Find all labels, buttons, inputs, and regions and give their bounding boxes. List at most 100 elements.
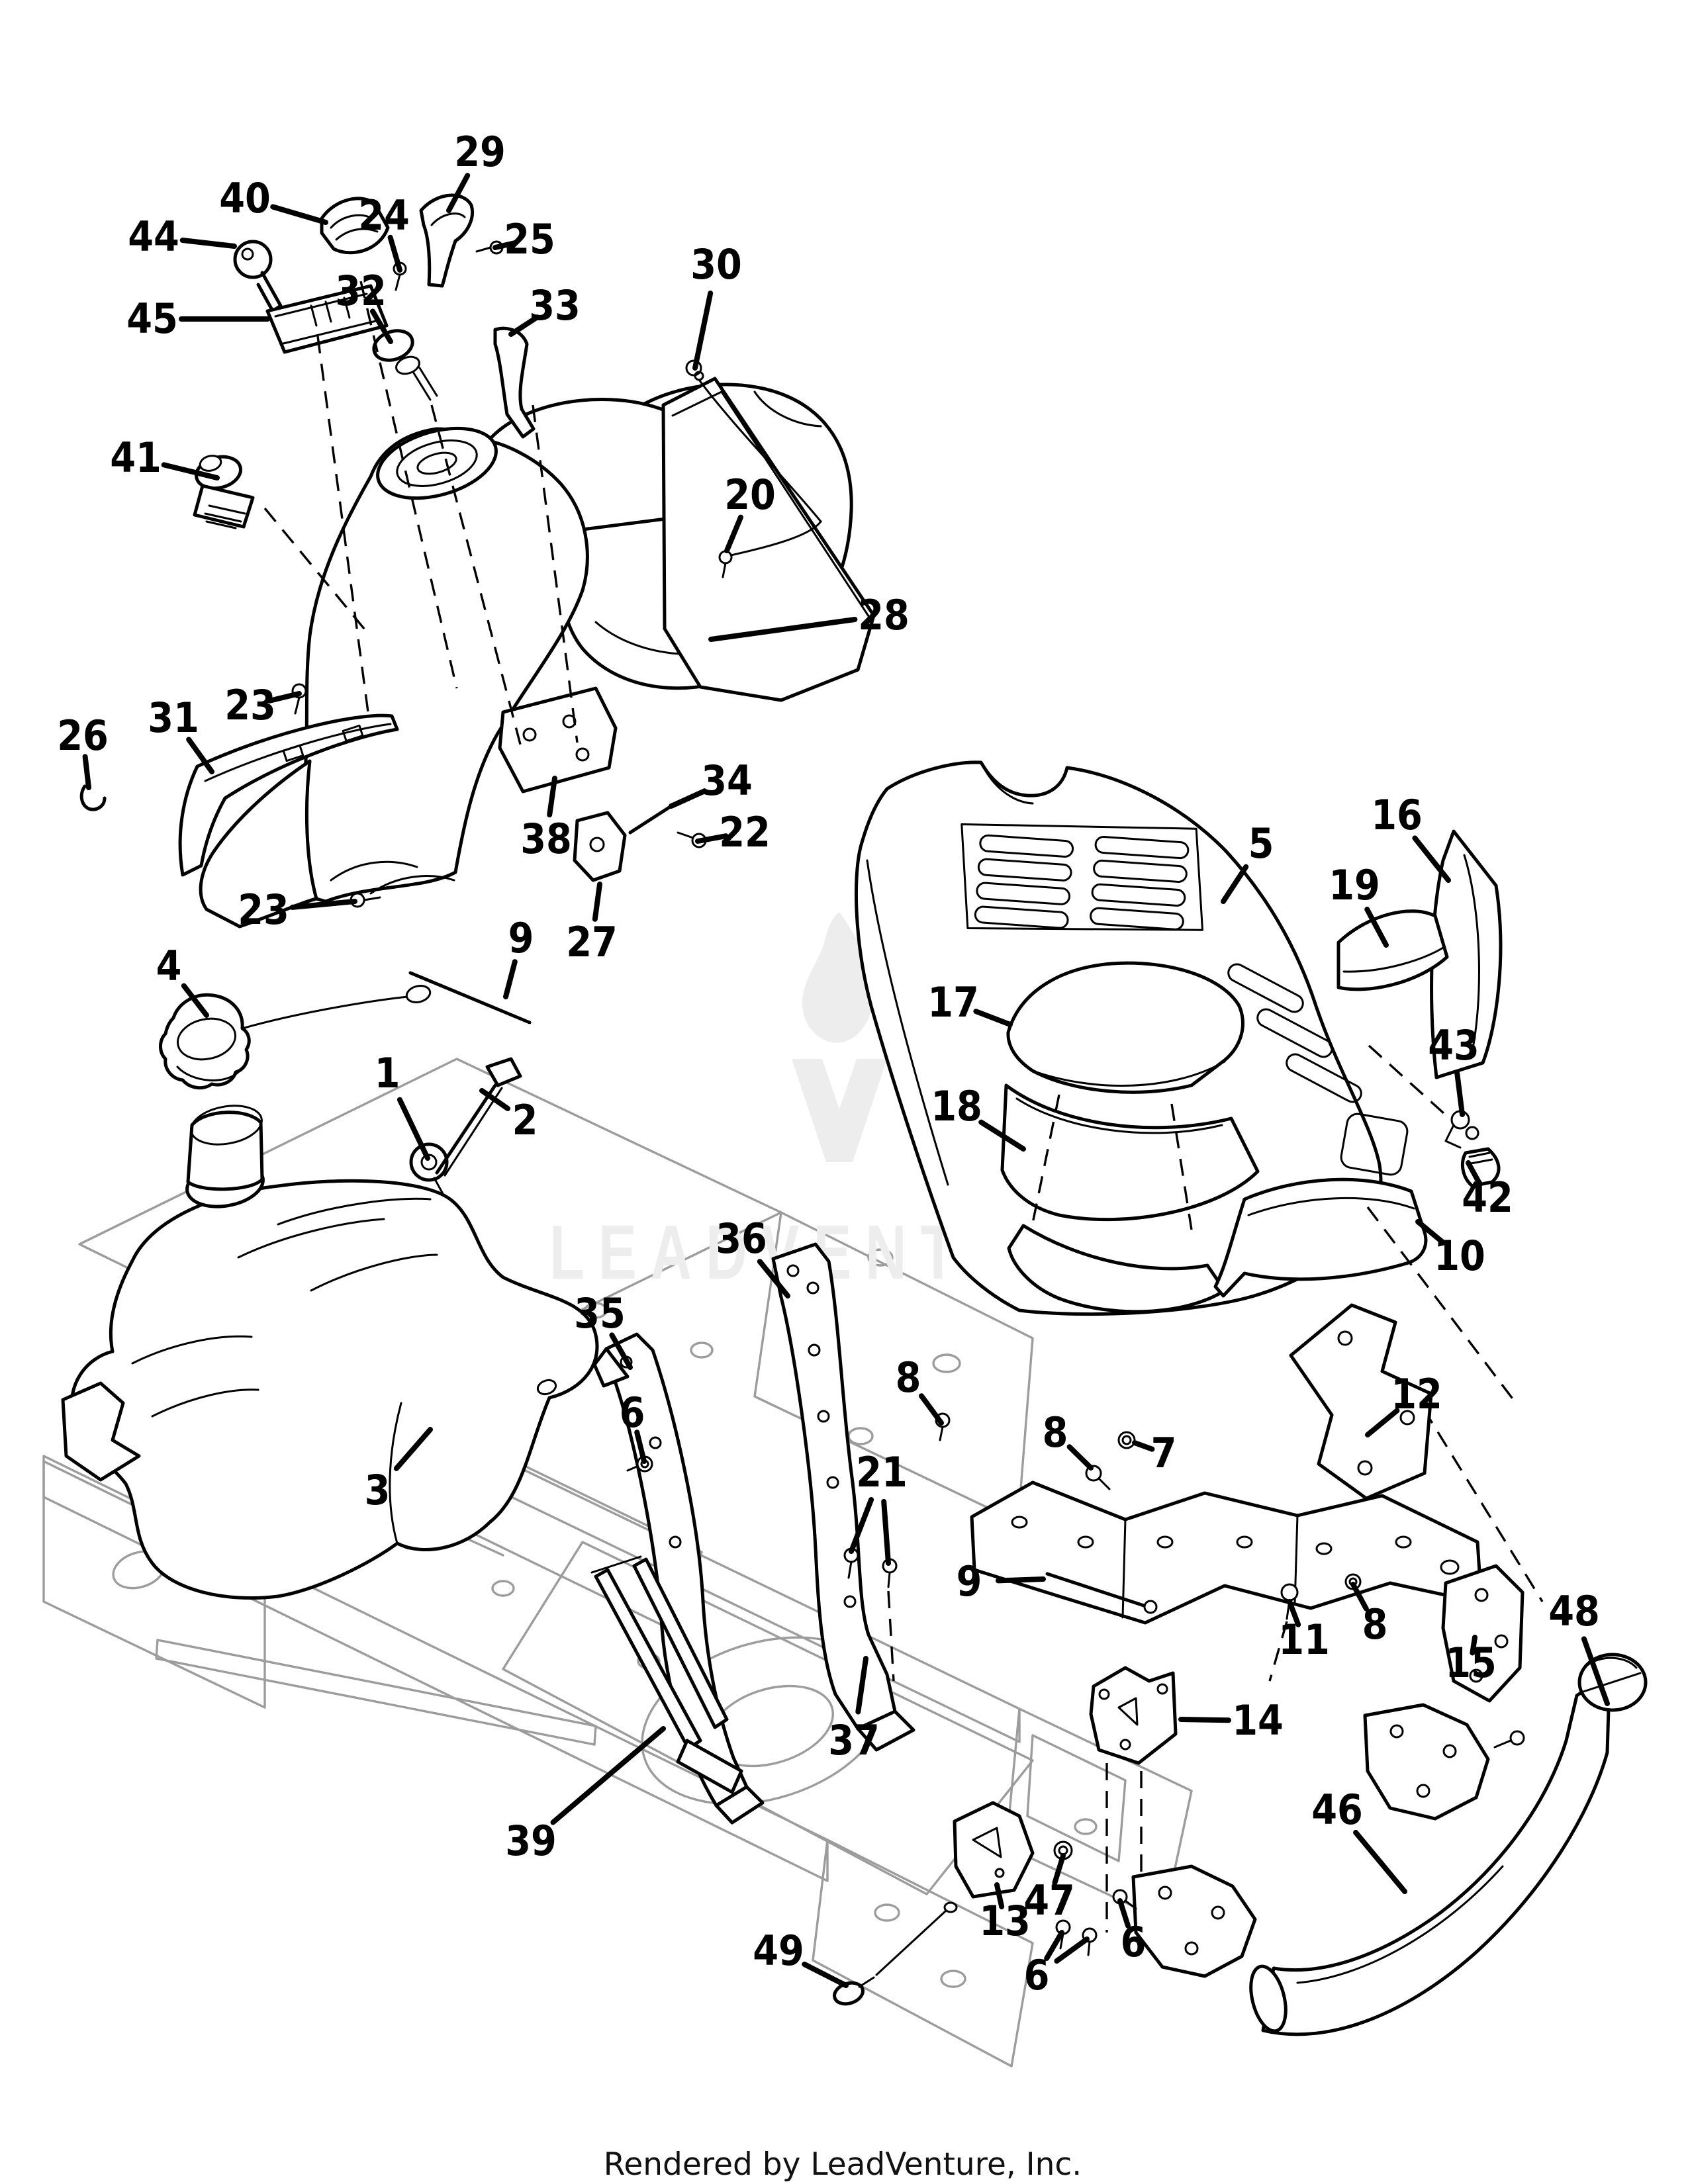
leader-line-47 xyxy=(1052,1853,1066,1886)
leader-line-9 xyxy=(503,959,518,999)
console-shell xyxy=(298,427,589,903)
leader-line-24 xyxy=(387,234,402,273)
callout-6-54: 6 xyxy=(1117,1898,1146,1966)
leader-line-31 xyxy=(186,737,214,774)
callout-number-1: 1 xyxy=(375,1049,400,1097)
callout-number-11: 11 xyxy=(1278,1615,1330,1664)
callout-31-13: 31 xyxy=(148,694,214,774)
leader-line-1 xyxy=(397,1097,430,1161)
leader-line-46 xyxy=(1353,1829,1407,1894)
screw-23-upper xyxy=(291,683,307,715)
callout-43-28: 43 xyxy=(1428,1021,1479,1117)
channel-holes xyxy=(1011,1516,1460,1575)
bumper-bracket-left xyxy=(1131,1864,1257,1978)
callout-3-34: 3 xyxy=(365,1427,433,1514)
leader-line-39 xyxy=(550,1726,666,1825)
callout-number-26: 26 xyxy=(57,711,109,760)
callout-number-36: 36 xyxy=(716,1214,767,1263)
leader-line-43 xyxy=(1454,1070,1465,1117)
hood-group xyxy=(854,760,1544,1602)
leader-line-33 xyxy=(508,314,540,337)
callout-40-1: 40 xyxy=(219,174,328,225)
callout-7-39: 7 xyxy=(1132,1429,1176,1477)
bracket-38 xyxy=(498,686,618,794)
leader-line-35 xyxy=(609,1332,633,1370)
callout-number-37: 37 xyxy=(828,1716,880,1764)
callout-number-17: 17 xyxy=(927,978,979,1026)
leader-line-25 xyxy=(492,240,519,250)
callout-number-48: 48 xyxy=(1548,1587,1600,1635)
callout-47-51: 47 xyxy=(1023,1853,1075,1925)
hinge-plate-12 xyxy=(1289,1303,1433,1500)
callout-number-22: 22 xyxy=(719,808,771,856)
callout-42-29: 42 xyxy=(1462,1160,1513,1222)
trim-strip-edge xyxy=(204,723,392,782)
assembly-dashes-console xyxy=(263,281,579,755)
hood-saddle xyxy=(980,761,1034,805)
choke-knob-32 xyxy=(372,329,438,401)
callout-8-37: 8 xyxy=(896,1353,944,1426)
callout-36-32: 36 xyxy=(716,1214,790,1298)
leader-line-8 xyxy=(919,1393,944,1426)
bulb-42 xyxy=(1460,1147,1501,1188)
leader-line-40 xyxy=(270,204,328,225)
callout-number-16: 16 xyxy=(1371,791,1423,839)
callout-number-28: 28 xyxy=(858,591,910,639)
frame-engine-plate xyxy=(502,1541,1034,1895)
leader-line-7 xyxy=(1132,1440,1155,1452)
hood-side-vents xyxy=(1227,963,1409,1176)
leader-line-18 xyxy=(978,1119,1026,1152)
callout-number-46: 46 xyxy=(1311,1786,1363,1834)
leader-line-5 xyxy=(1221,864,1249,904)
switch-panel-45 xyxy=(265,284,389,354)
leader-line-6 xyxy=(1117,1898,1131,1929)
bracket-13 xyxy=(953,1801,1035,1899)
callout-number-49: 49 xyxy=(753,1927,804,1975)
key-44 xyxy=(233,240,283,313)
support-hardware xyxy=(590,1242,1524,1933)
callout-33-8: 33 xyxy=(508,281,581,337)
leader-line-48 xyxy=(1581,1636,1610,1706)
leader-line-37 xyxy=(855,1656,868,1715)
callout-21-36: 21 xyxy=(849,1448,908,1566)
callout-number-8: 8 xyxy=(1043,1408,1068,1457)
callout-23-14: 23 xyxy=(224,681,302,729)
fuel-group xyxy=(70,971,599,1600)
bolt-21b xyxy=(882,1558,898,1682)
frame-bumper-mount xyxy=(1026,1734,1127,1862)
callout-8-38: 8 xyxy=(1043,1408,1094,1471)
filler-opening-inner xyxy=(416,451,457,475)
callout-number-34: 34 xyxy=(701,756,753,805)
callout-37-46: 37 xyxy=(828,1656,880,1764)
headlight-cavity xyxy=(1000,1083,1260,1222)
leader-line-23 xyxy=(289,899,357,910)
callout-number-32: 32 xyxy=(335,267,387,315)
callout-38-17: 38 xyxy=(520,776,572,863)
bolt-bracket-right xyxy=(1493,1730,1525,1749)
strut-39 xyxy=(590,1555,743,1794)
callout-number-4: 4 xyxy=(156,942,182,990)
washer-1 xyxy=(409,1142,449,1182)
callout-number-45: 45 xyxy=(126,295,178,343)
callout-number-6: 6 xyxy=(1024,1951,1050,1999)
footer-credit: Rendered by LeadVenture, Inc. xyxy=(604,2146,1082,2183)
console-group xyxy=(178,377,876,929)
callout-26-12: 26 xyxy=(57,711,109,790)
callout-number-15: 15 xyxy=(1445,1639,1497,1687)
callout-23-18: 23 xyxy=(238,886,357,934)
nut-7 xyxy=(1117,1431,1136,1449)
hood-vent-grid xyxy=(961,823,1204,931)
pin-9-upper xyxy=(408,971,532,1024)
leader-line-11 xyxy=(1287,1599,1301,1627)
nut-8c xyxy=(1344,1573,1362,1590)
callout-41-10: 41 xyxy=(110,433,220,482)
leader-line-6 xyxy=(1044,1930,1064,1961)
callout-number-12: 12 xyxy=(1391,1370,1442,1418)
callout-number-2: 2 xyxy=(512,1096,538,1144)
callout-6-53: 6 xyxy=(1024,1930,1090,1999)
callout-number-43: 43 xyxy=(1428,1021,1479,1069)
bumper-group xyxy=(61,1381,1648,2036)
leader-line-15 xyxy=(1470,1635,1477,1656)
